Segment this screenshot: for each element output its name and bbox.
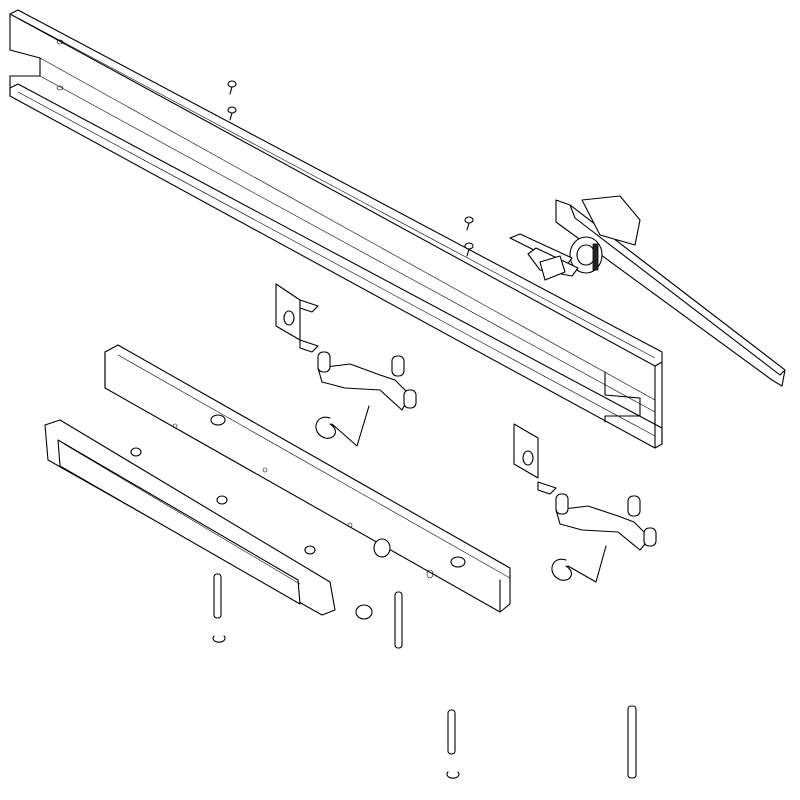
lever-left (315, 351, 417, 447)
main-channel (9, 9, 663, 449)
lever-right (551, 493, 657, 583)
push-pad-cover (44, 419, 336, 616)
bracket-left (275, 283, 319, 353)
screws-top (227, 80, 474, 257)
bracket-right (513, 423, 557, 495)
pins-and-clips (212, 573, 637, 779)
push-bar-body (104, 344, 511, 613)
lock-rail (509, 195, 786, 387)
